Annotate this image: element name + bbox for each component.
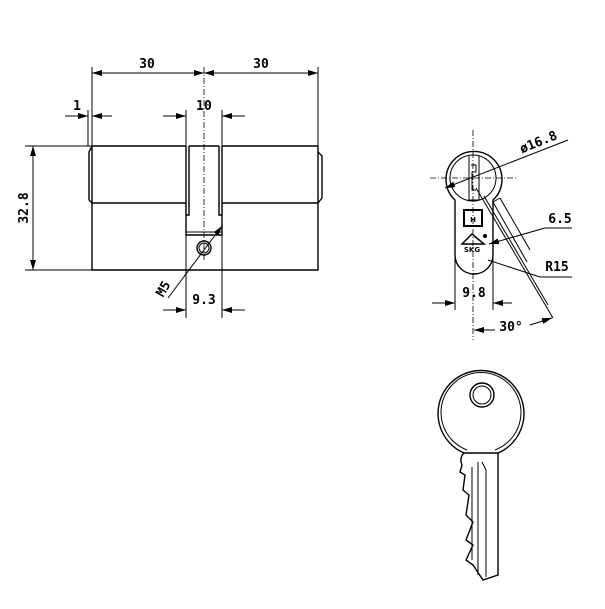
dim-left-length: 30 bbox=[139, 57, 155, 72]
cylinder-front-view: 30 30 1 10 32.8 M5 9.3 bbox=[17, 57, 323, 318]
key-hole bbox=[469, 382, 495, 408]
screw-hole bbox=[196, 240, 212, 256]
dim-body-width: 9.8 bbox=[462, 286, 486, 301]
dim-screw: M5 bbox=[154, 279, 175, 300]
dim-width: 6.5 bbox=[548, 212, 571, 227]
dim-radius: R15 bbox=[545, 260, 568, 275]
profile-outline bbox=[445, 150, 503, 275]
kitemark-icon bbox=[460, 232, 487, 245]
logo-brand: SKG bbox=[464, 246, 480, 254]
dim-diameter: ø16.8 bbox=[518, 128, 560, 157]
logo-letter: H bbox=[470, 216, 476, 224]
dim-offset: 1 bbox=[73, 99, 81, 114]
dim-right-length: 30 bbox=[253, 57, 269, 72]
dim-screw-offset: 9.3 bbox=[192, 293, 215, 308]
key-drawing bbox=[437, 369, 525, 581]
h-logo-icon bbox=[463, 209, 483, 227]
dim-angle: 30° bbox=[499, 320, 522, 335]
dim-height: 32.8 bbox=[17, 192, 32, 223]
dim-cam-width: 10 bbox=[196, 99, 212, 114]
cylinder-side-view: H SKG ø16.8 6.5 R15 9.8 30° bbox=[430, 128, 572, 340]
